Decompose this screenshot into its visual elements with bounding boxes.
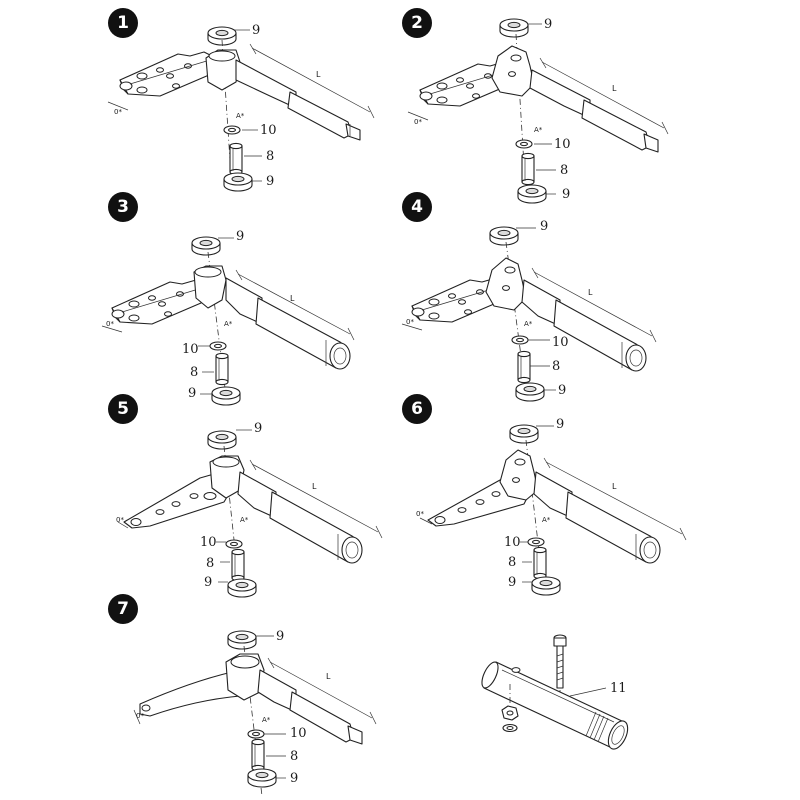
- callout-bearing-bottom: 9: [188, 386, 197, 401]
- callout-bush: 8: [190, 365, 199, 380]
- dimension-length-label: L: [326, 672, 331, 681]
- dimension-angle-label: A*: [534, 126, 543, 134]
- callout-bush: 8: [508, 555, 517, 570]
- dimension-width-label: 0*: [136, 712, 144, 720]
- dimension-angle-label: A*: [262, 716, 271, 724]
- panel-number-badge: 3: [108, 192, 138, 222]
- panel-number-badge: 2: [402, 8, 432, 38]
- panel-6: 6 9 10 8 9 L 0* A*: [400, 394, 800, 600]
- panel-number-badge: 4: [402, 192, 432, 222]
- axle-tube-part: 11: [400, 600, 800, 800]
- dimension-width-label: 0*: [406, 318, 414, 326]
- panel-2: 2 9 10 8 9 L 0* A*: [400, 0, 800, 204]
- callout-bearing-bottom: 9: [508, 575, 517, 590]
- callout-bearing-top: 9: [254, 421, 263, 436]
- dimension-length-label: L: [312, 482, 317, 491]
- panel-number-badge: 5: [108, 394, 138, 424]
- callout-bearing-bottom: 9: [204, 575, 213, 590]
- dimension-angle-label: A*: [542, 516, 551, 524]
- callout-washer: 10: [182, 342, 199, 357]
- callout-washer: 10: [554, 137, 571, 152]
- dimension-length-label: L: [290, 294, 295, 303]
- panel-7: 7 9 10 8 9 L 0* A*: [0, 594, 400, 800]
- axle-tube-drawing: [481, 634, 629, 750]
- callout-bearing-bottom: 9: [290, 771, 299, 786]
- panel-3: 3 9 10 8 9 L 0* A*: [0, 192, 400, 406]
- callout-bearing-top: 9: [540, 219, 549, 234]
- callout-bush: 8: [560, 163, 569, 178]
- dimension-length-label: L: [612, 84, 617, 93]
- panel-5: 5 9 10 8 9 L 0* A*: [0, 394, 400, 600]
- panel-4-drawing: [401, 226, 657, 402]
- callout-washer: 10: [552, 335, 569, 350]
- callout-bearing-top: 9: [556, 417, 565, 432]
- callout-washer: 10: [290, 726, 307, 741]
- panel-1-drawing: [107, 26, 375, 192]
- panel-3-drawing: [101, 236, 355, 406]
- callout-bush: 8: [290, 749, 299, 764]
- dimension-length-label: L: [316, 70, 321, 79]
- callout-washer: 10: [504, 535, 521, 550]
- callout-bearing-bottom: 9: [562, 187, 571, 202]
- panel-2-drawing: [407, 18, 669, 204]
- callout-bush: 8: [206, 556, 215, 571]
- panel-number-badge: 1: [108, 8, 138, 38]
- panel-1: 1 9 10 8 9 L 0* A*: [0, 0, 400, 200]
- callout-bearing-top: 9: [276, 629, 285, 644]
- callout-bearing-top: 9: [544, 17, 553, 32]
- panel-7-drawing: [133, 630, 377, 797]
- callout-washer: 10: [260, 123, 277, 138]
- callout-washer: 10: [200, 535, 217, 550]
- dimension-length-label: L: [612, 482, 617, 491]
- dimension-width-label: 0*: [416, 510, 424, 518]
- callout-bush: 8: [552, 359, 561, 374]
- dimension-width-label: 0*: [414, 118, 422, 126]
- dimension-angle-label: A*: [224, 320, 233, 328]
- panel-6-drawing: [419, 424, 687, 596]
- callout-bearing-bottom: 9: [558, 383, 567, 398]
- callout-bearing-bottom: 9: [266, 174, 275, 189]
- callout-bush: 8: [266, 149, 275, 164]
- panel-number-badge: 6: [402, 394, 432, 424]
- callout-bearing-top: 9: [252, 23, 261, 38]
- dimension-width-label: 0*: [106, 320, 114, 328]
- dimension-width-label: 0*: [116, 516, 124, 524]
- dimension-angle-label: A*: [240, 516, 249, 524]
- dimension-angle-label: A*: [524, 320, 533, 328]
- dimension-width-label: 0*: [114, 108, 122, 116]
- panel-number-badge: 7: [108, 594, 138, 624]
- callout-axle-tube: 11: [610, 681, 627, 696]
- callout-bearing-top: 9: [236, 229, 245, 244]
- panel-5-drawing: [117, 429, 383, 598]
- panel-4: 4 9 10 8 9 L 0* A*: [400, 192, 800, 402]
- dimension-angle-label: A*: [236, 112, 245, 120]
- dimension-length-label: L: [588, 288, 593, 297]
